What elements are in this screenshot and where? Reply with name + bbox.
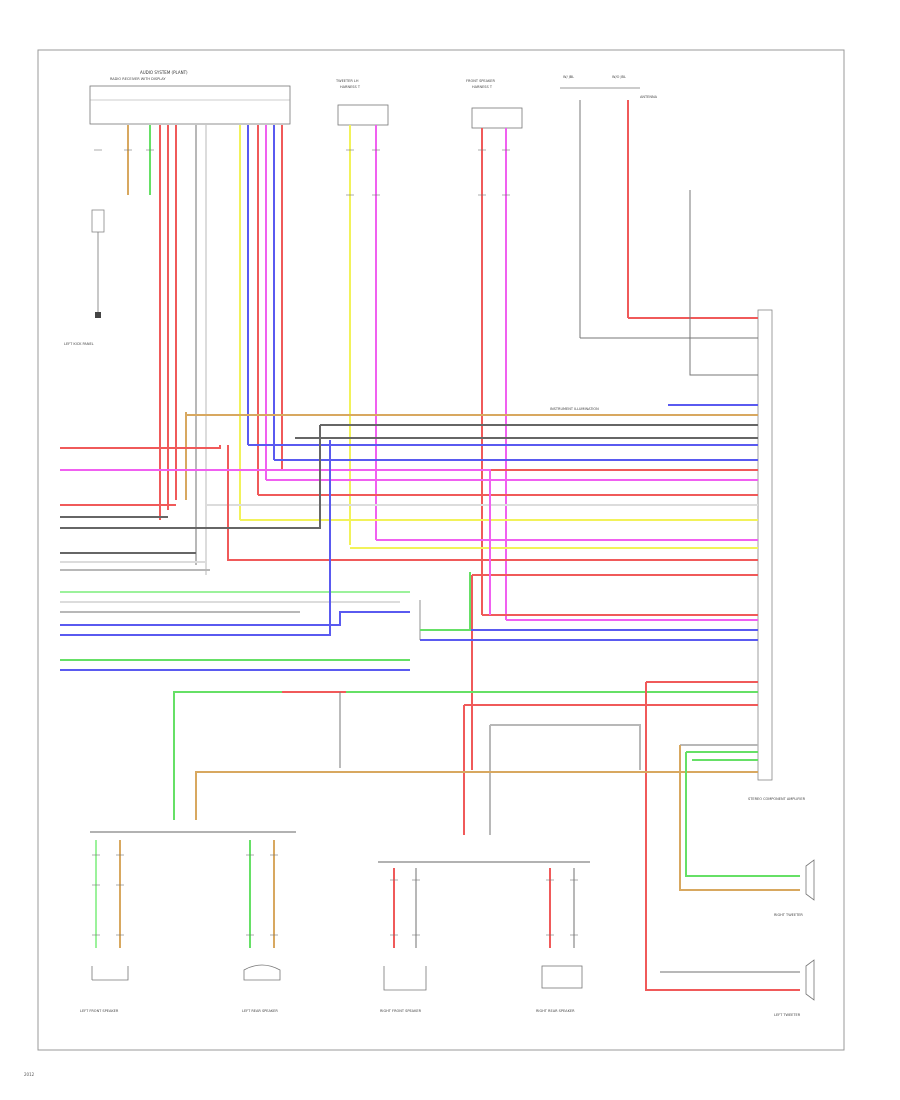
speaker-harness-bars	[90, 831, 590, 863]
audio-unit-connector: AUDIO SYSTEM (PLANT) RADIO RECEIVER WITH…	[89, 70, 291, 125]
svg-text:W/ JBL: W/ JBL	[563, 75, 574, 79]
audio-unit-title: AUDIO SYSTEM (PLANT)	[140, 70, 188, 75]
speaker-right-rear: RIGHT REAR SPEAKER	[536, 965, 583, 1013]
ground-symbol: LEFT KICK PANEL	[64, 209, 105, 346]
svg-text:HARNESS T: HARNESS T	[472, 85, 493, 89]
svg-text:LEFT TWEETER: LEFT TWEETER	[774, 1013, 801, 1017]
svg-text:LEFT FRONT SPEAKER: LEFT FRONT SPEAKER	[80, 1009, 119, 1013]
left-tweeter-bottom: LEFT TWEETER	[774, 959, 815, 1017]
svg-text:TWEETER LH: TWEETER LH	[335, 79, 359, 83]
speaker-left-front: LEFT FRONT SPEAKER	[80, 966, 129, 1013]
left-input-wires	[60, 425, 491, 671]
top-vertical-wires	[127, 125, 283, 575]
audio-unit-subtitle: RADIO RECEIVER WITH DISPLAY	[110, 77, 166, 81]
speaker-right-front: RIGHT FRONT SPEAKER	[380, 966, 427, 1013]
footer-code: 2012	[24, 1072, 35, 1077]
svg-text:RIGHT REAR SPEAKER: RIGHT REAR SPEAKER	[536, 1009, 575, 1013]
lower-wires	[173, 681, 800, 991]
speaker-drops	[95, 840, 575, 948]
right-tweeter-bottom: RIGHT TWEETER	[774, 859, 815, 917]
svg-text:RIGHT FRONT SPEAKER: RIGHT FRONT SPEAKER	[380, 1009, 422, 1013]
illumination-label: INSTRUMENT ILLUMINATION	[550, 407, 599, 411]
right-tweeter-connector: FRONT SPEAKER HARNESS T	[466, 79, 523, 129]
horizontal-bus	[185, 190, 758, 770]
svg-text:LEFT KICK PANEL: LEFT KICK PANEL	[64, 342, 94, 346]
svg-text:RIGHT TWEETER: RIGHT TWEETER	[774, 913, 803, 917]
jbl-connector: W/ JBL W/O JBL ANTENNA	[560, 75, 658, 99]
svg-text:ANTENNA: ANTENNA	[640, 95, 658, 99]
svg-text:FRONT SPEAKER: FRONT SPEAKER	[466, 79, 496, 83]
connector-pins	[92, 149, 578, 936]
svg-text:LEFT REAR SPEAKER: LEFT REAR SPEAKER	[242, 1009, 278, 1013]
stereo-amp-connector: STEREO COMPONENT AMPLIFIER	[748, 309, 806, 801]
speaker-left-rear: LEFT REAR SPEAKER	[242, 964, 281, 1013]
diagram-frame	[37, 49, 845, 1051]
svg-text:HARNESS T: HARNESS T	[340, 85, 361, 89]
svg-text:W/O JBL: W/O JBL	[612, 75, 626, 79]
left-tweeter-connector: TWEETER LH HARNESS T	[335, 79, 389, 126]
stereo-amp-label: STEREO COMPONENT AMPLIFIER	[748, 797, 806, 801]
